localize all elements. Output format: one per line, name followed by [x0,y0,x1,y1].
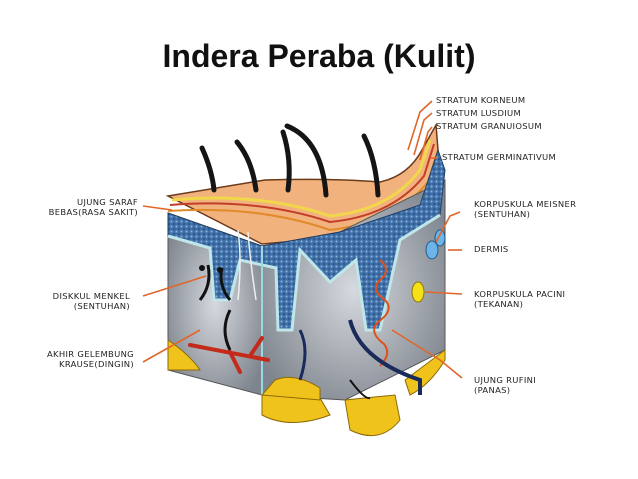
meissner-corpuscle [434,229,446,247]
pointer-lines [142,100,463,379]
label-line: AKHIR GELEMBUNG [46,350,134,359]
label-korpuskula-pacini: KORPUSKULA PACINI (TEKANAN) [474,290,565,310]
label-diskkul-menkel: DISKKUL MENKEL (SENTUHAN) [4,292,130,312]
label-stratum-lusdium: STRATUM LUSDIUM [436,109,522,118]
dermis-block [167,148,446,401]
label-ujung-saraf: UJUNG SARAF BEBAS(RASA SAKIT) [4,198,138,218]
label-ujung-rufini: UJUNG RUFINI (PANAS) [474,376,536,396]
meissner-corpuscle [425,240,439,260]
label-line: (TEKANAN) [474,300,524,309]
label-line: (SENTUHAN) [73,302,130,311]
label-line: UJUNG RUFINI [474,376,537,385]
label-line: KORPUSKULA MEISNER [474,200,577,209]
label-stratum-korneum: STRATUM KORNEUM [436,96,526,105]
pacini-corpuscle [411,281,425,303]
hair-strands [199,123,381,198]
label-line: BEBAS(RASA SAKIT) [48,208,139,217]
page-title: Indera Peraba (Kulit) [162,38,476,74]
label-stratum-granuiosum: STRATUM GRANUIOSUM [436,122,542,131]
label-line: (PANAS) [474,386,511,395]
ruffini-ending [373,259,390,367]
label-korpuskula-meisner: KORPUSKULA MEISNER (SENTUHAN) [474,200,576,220]
receptors [188,229,446,400]
krause-bulb [188,336,270,374]
label-line: DISKKUL MENKEL [52,292,130,301]
label-line: UJUNG SARAF [76,198,138,207]
label-stratum-germinativum: STRATUM GERMINATIVUM [442,153,557,162]
label-line: KORPUSKULA PACINI [474,290,566,299]
skin-surface [165,122,439,245]
label-dermis: DERMIS [474,245,509,254]
label-line: KRAUSE(DINGIN) [58,360,134,369]
fat-tissue [167,339,446,437]
label-akhir-gelembung: AKHIR GELEMBUNG KRAUSE(DINGIN) [4,350,134,370]
label-line: (SENTUHAN) [474,210,531,219]
